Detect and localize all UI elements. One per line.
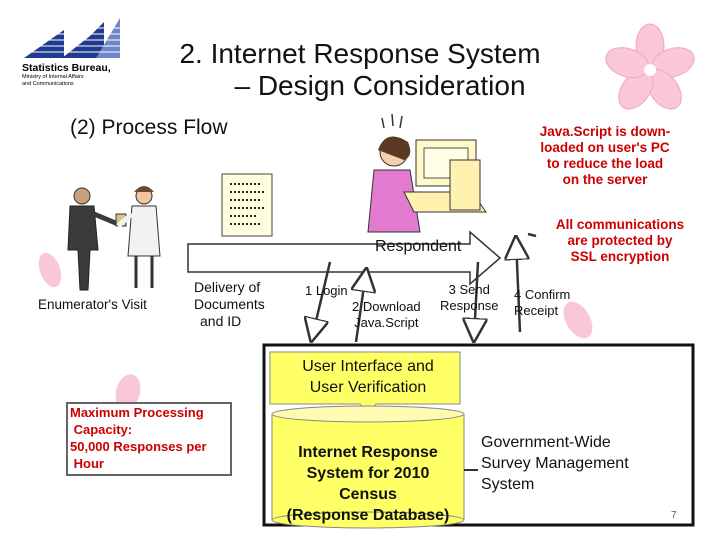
petal-icon: [115, 374, 141, 410]
login-label: 1 Login: [305, 283, 348, 298]
login-arrow: [312, 261, 332, 338]
download-label: 2 Download Java.Script: [352, 299, 421, 330]
capacity-box: Maximum Processing Capacity: 50,000 Resp…: [66, 402, 232, 476]
title-line-1: 2. Internet Response System: [179, 38, 541, 69]
confirm-receipt-arrow: [516, 240, 520, 333]
ministry-name: Ministry of Internal Affairs and Communi…: [22, 74, 84, 87]
database-cylinder: [271, 405, 465, 529]
download-arrow: [356, 272, 366, 343]
confirm-receipt-label: 4 Confirm Receipt: [514, 287, 571, 318]
government-system-label: Government-Wide Survey Management System: [481, 434, 629, 493]
org-name: Statistics Bureau,: [22, 62, 111, 74]
database-label: Internet Response System for 2010 Census…: [286, 444, 450, 524]
section-subtitle: (2) Process Flow: [70, 116, 228, 139]
page-number: 7: [671, 510, 677, 521]
cherry-blossom-icon: [605, 23, 695, 110]
title-line-2: – Design Consideration: [234, 70, 526, 101]
statistics-bureau-logo: [24, 18, 120, 58]
petal-icon: [563, 301, 593, 339]
ssl-note: All communications are protected by SSL …: [555, 217, 685, 264]
enumerator-visit-label: Enumerator's Visit: [38, 297, 147, 312]
enumerator-visit-figure: [67, 186, 161, 291]
page-title: 2. Internet Response System – Design Con…: [150, 38, 570, 102]
delivery-arrow: [187, 230, 502, 286]
respondent-computer-figure: [367, 113, 487, 233]
send-response-label: 3 Send Response: [440, 282, 499, 313]
document-icon: [221, 173, 273, 237]
send-response-arrow: [474, 261, 478, 338]
ssl-arrow: [527, 232, 537, 238]
petal-icon: [38, 252, 62, 288]
delivery-label: Delivery of Documents and ID: [194, 279, 265, 329]
user-interface-label: User Interface and User Verification: [302, 358, 434, 396]
javascript-note: Java.Script is down- loaded on user's PC…: [539, 124, 671, 187]
respondent-label: Respondent: [375, 238, 462, 255]
